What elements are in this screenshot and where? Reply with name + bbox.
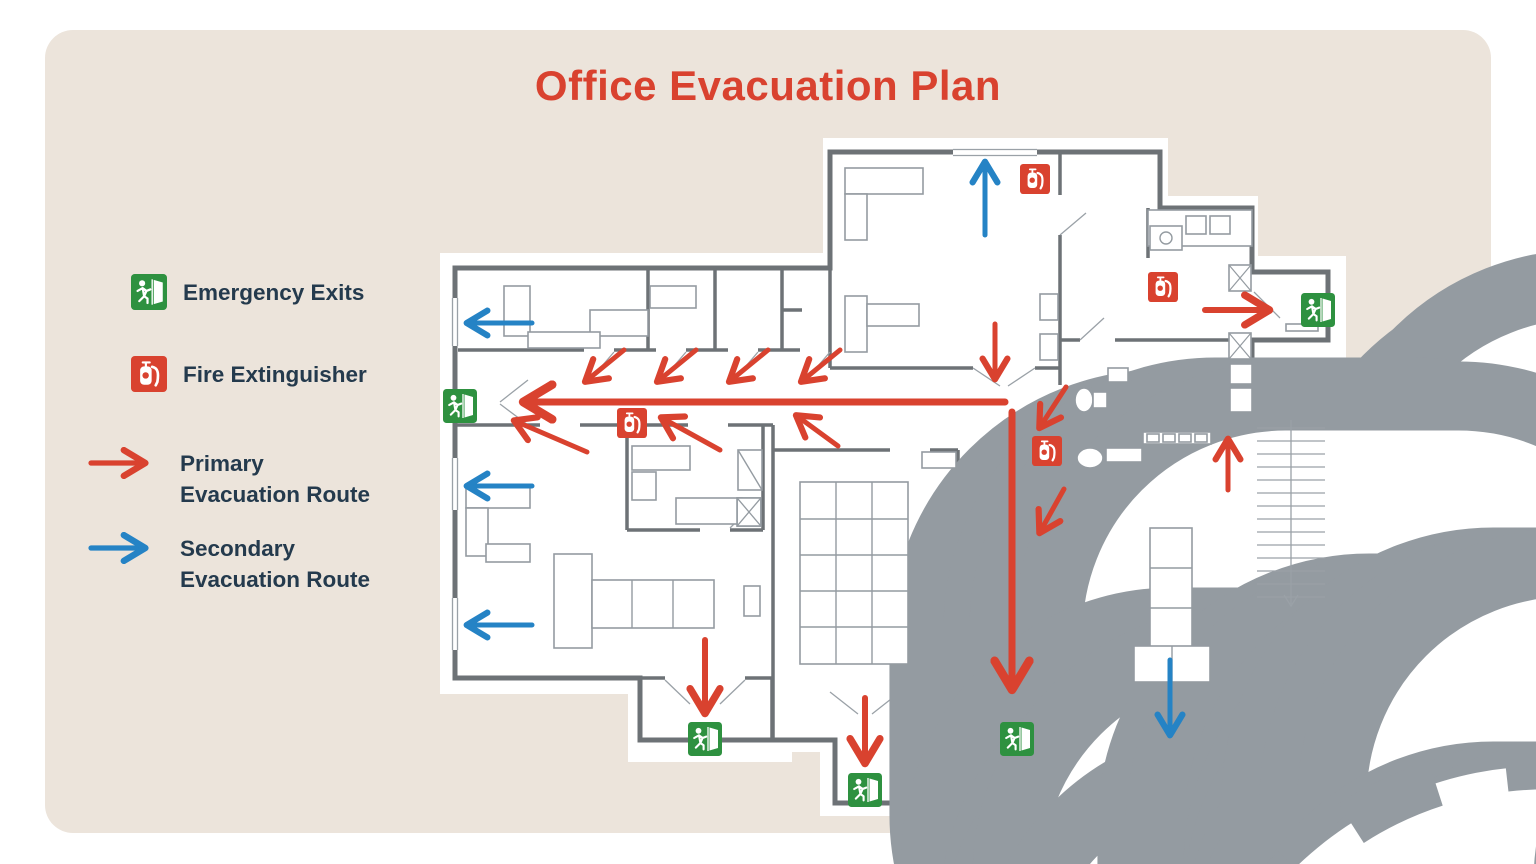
fire-extinguisher-icon-kitchen-extinguisher [1148,272,1178,302]
fire-extinguisher-icon-corridor-extinguisher [617,408,647,438]
emergency-exit-icon-south-hall-exit [1000,722,1034,756]
primary-route-south-room-door-2 [657,413,723,453]
walls-layer [452,149,1333,806]
secondary-route-arrow-icon [88,531,149,565]
primary-route-office-row-door-2 [653,347,699,385]
primary-route-office-row-door-1 [581,347,627,385]
fire-extinguisher-icon-north-office-extinguisher [1020,164,1050,194]
legend-item-emergency-exits: Emergency Exits [88,274,428,310]
team-room-furniture [465,485,1536,864]
primary-route-junction-to-hall [1036,384,1069,432]
office-row-furniture [503,285,1536,864]
emergency-exit-icon-east-exit [1301,293,1335,327]
rest-room-furniture [631,445,1536,864]
secondary-routes-layer [463,158,1186,739]
conference-room-furniture [799,451,1536,864]
north-office-furniture [844,167,1536,864]
kitchen-furniture [1074,209,1253,413]
emergency-exit-icon-west-exit [443,389,477,423]
primary-route-office-row-door-3 [725,347,771,385]
primary-routes-layer [510,291,1274,768]
dining-room-furniture [1076,431,1536,864]
primary-route-south-room-door-1 [510,414,590,455]
emergency-exit-icon-south-center-exit [848,773,882,807]
primary-route-south-room-door-3 [792,412,841,449]
fire-extinguisher-icon [131,356,167,392]
emergency-exit-icon-south-west-exit [688,722,722,756]
staircase [1257,420,1325,608]
page-title: Office Evacuation Plan [534,62,1002,109]
fire-extinguisher-icon-hall-extinguisher [1032,436,1062,466]
primary-route-arrow-icon [88,446,149,480]
legend-label: Emergency Exits [183,280,365,305]
legend-label: Fire Extinguisher [183,362,367,387]
primary-route-hall-diagonal [1035,486,1067,537]
primary-route-office-row-door-4 [797,347,843,385]
legend-item-fire-extinguisher: Fire Extinguisher [88,356,428,392]
furniture-layer [465,167,1536,864]
exit-sign-icon [131,274,167,310]
